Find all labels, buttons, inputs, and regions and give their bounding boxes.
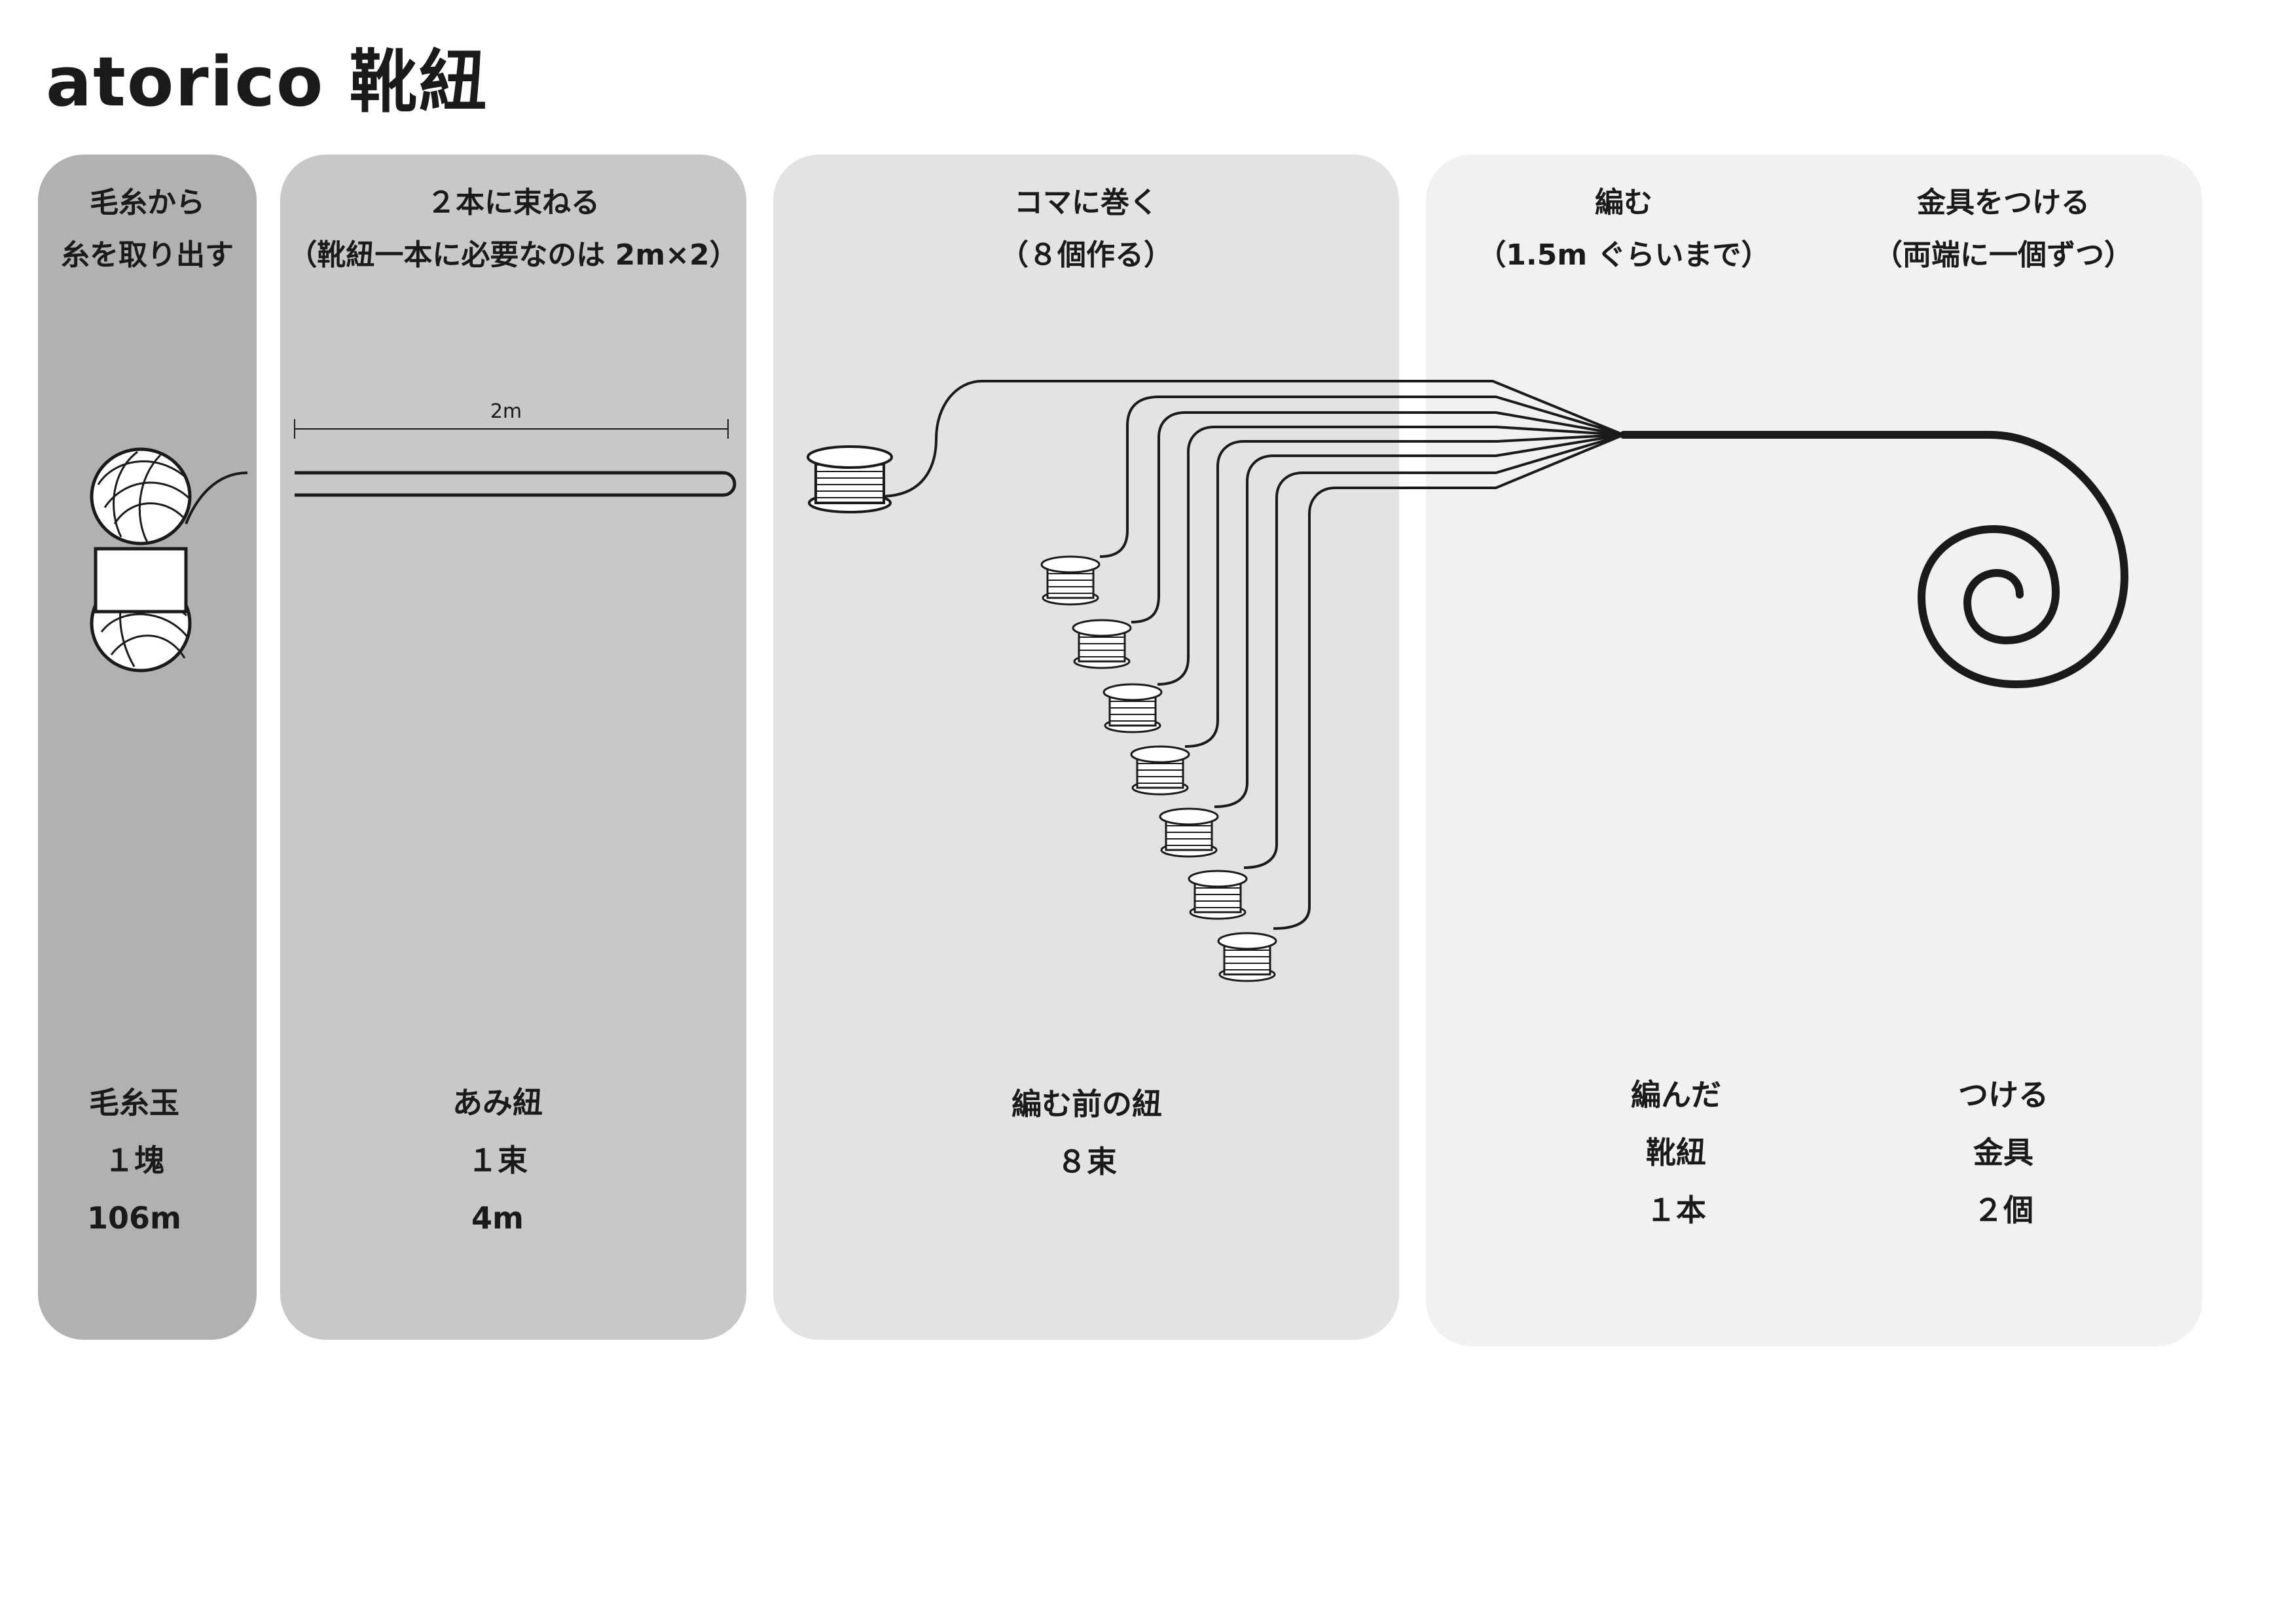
bobbin-icon bbox=[1040, 555, 1101, 606]
step-4-result: 編んだ 靴紐 １本 bbox=[1539, 1066, 1813, 1239]
bobbin-icon bbox=[1130, 745, 1190, 796]
step-1-result: 毛糸玉 １塊 106m bbox=[39, 1074, 229, 1247]
step-1-heading-line: 糸を取り出す bbox=[61, 238, 234, 272]
step-panel-wind-bobbins bbox=[773, 155, 1399, 1340]
bobbin-icon bbox=[1159, 807, 1219, 858]
step-3-heading: コマに巻く （８個作る） bbox=[773, 177, 1399, 282]
result-line: ８束 bbox=[1057, 1144, 1117, 1179]
result-line: 金具 bbox=[1973, 1135, 2033, 1170]
step-4-heading-line: （1.5m ぐらいまで） bbox=[1477, 238, 1770, 272]
measure-label: 2m bbox=[490, 400, 522, 423]
result-line: 106m bbox=[87, 1200, 181, 1236]
step-3-heading-line: コマに巻く bbox=[1014, 186, 1158, 219]
result-line: １塊 bbox=[104, 1143, 164, 1178]
bundled-cord-icon bbox=[294, 419, 737, 497]
step-4-heading: 編む （1.5m ぐらいまで） bbox=[1440, 177, 1807, 282]
result-line: １本 bbox=[1646, 1192, 1706, 1228]
step-3-heading-line: （８個作る） bbox=[1000, 238, 1173, 272]
result-line: １束 bbox=[467, 1143, 528, 1178]
step-panel-braid-and-attach bbox=[1426, 155, 2202, 1346]
result-line: ２個 bbox=[1973, 1192, 2033, 1228]
result-line: あみ紐 bbox=[452, 1085, 543, 1120]
step-5-result: つける 金具 ２個 bbox=[1866, 1066, 2141, 1239]
step-5-heading-line: （両端に一個ずつ） bbox=[1874, 238, 2133, 272]
yarn-ball-icon bbox=[90, 447, 248, 673]
bobbin-icon bbox=[1217, 932, 1277, 982]
result-line: 靴紐 bbox=[1646, 1135, 1706, 1170]
result-line: 4m bbox=[471, 1200, 524, 1236]
step-3-result: 編む前の紐 ８束 bbox=[949, 1075, 1224, 1190]
bobbin-icon bbox=[1102, 683, 1163, 733]
result-line: 編んだ bbox=[1631, 1077, 1721, 1113]
page-title: atorico 靴紐 bbox=[46, 42, 488, 122]
step-panel-extract-yarn bbox=[38, 155, 257, 1340]
step-1-heading: 毛糸から 糸を取り出す bbox=[38, 177, 257, 282]
step-2-result: あみ紐 １束 4m bbox=[367, 1074, 629, 1247]
bobbin-threads bbox=[880, 380, 1624, 930]
braided-cord-spiral-icon bbox=[1620, 431, 2129, 689]
bobbin-icon bbox=[1072, 619, 1132, 669]
step-5-heading-line: 金具をつける bbox=[1917, 186, 2090, 219]
bobbin-icon bbox=[1188, 870, 1248, 920]
step-2-heading-line: ２本に束ねる bbox=[427, 186, 600, 219]
step-1-heading-line: 毛糸から bbox=[90, 186, 205, 219]
result-line: 毛糸玉 bbox=[89, 1085, 179, 1120]
result-line: 編む前の紐 bbox=[1011, 1086, 1162, 1122]
step-2-heading: ２本に束ねる （靴紐一本に必要なのは 2m×2） bbox=[280, 177, 746, 282]
step-4-heading-line: 編む bbox=[1595, 186, 1652, 219]
step-panel-bundle bbox=[280, 155, 746, 1340]
result-line: つける bbox=[1958, 1077, 2049, 1113]
step-2-heading-line: （靴紐一本に必要なのは 2m×2） bbox=[288, 238, 738, 272]
step-5-heading: 金具をつける （両端に一個ずつ） bbox=[1820, 177, 2187, 282]
bobbin-icon bbox=[807, 445, 893, 513]
